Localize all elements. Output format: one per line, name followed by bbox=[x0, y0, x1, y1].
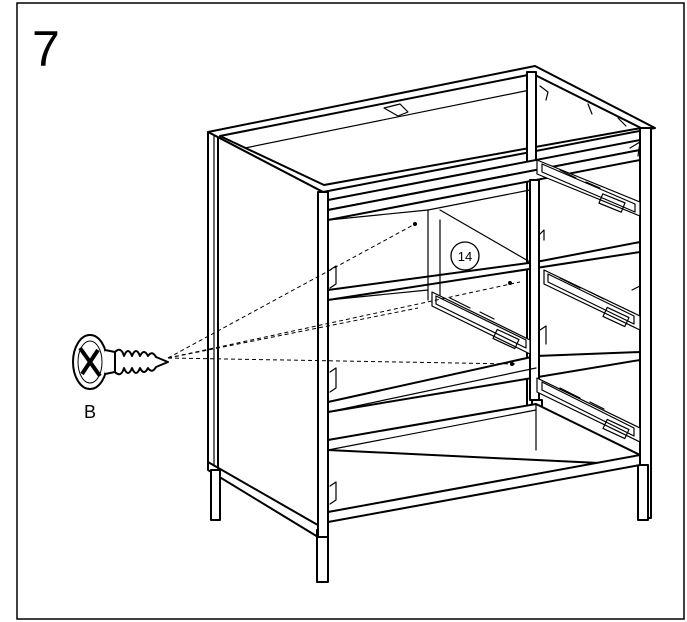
drawer-slides bbox=[431, 159, 641, 443]
screw-guide-lines bbox=[167, 222, 521, 366]
screw-label: B bbox=[84, 402, 96, 422]
part-callout: 14 bbox=[450, 241, 480, 271]
side-brackets bbox=[329, 229, 641, 505]
screw-icon bbox=[72, 334, 169, 390]
part-number-label: 14 bbox=[458, 249, 472, 264]
panel-border bbox=[16, 2, 685, 620]
dresser-frame bbox=[207, 65, 656, 583]
step-number: 7 bbox=[32, 21, 60, 77]
